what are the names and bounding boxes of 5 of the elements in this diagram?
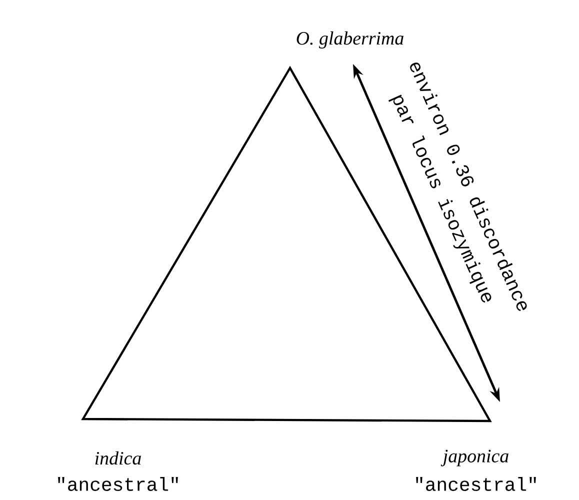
species-label: japonica	[440, 450, 508, 466]
species-label: O. glaberrima	[296, 31, 404, 49]
status-label: "ancestral"	[416, 477, 536, 491]
species-label: indica	[95, 451, 141, 465]
status-label: "ancestral"	[58, 477, 178, 491]
